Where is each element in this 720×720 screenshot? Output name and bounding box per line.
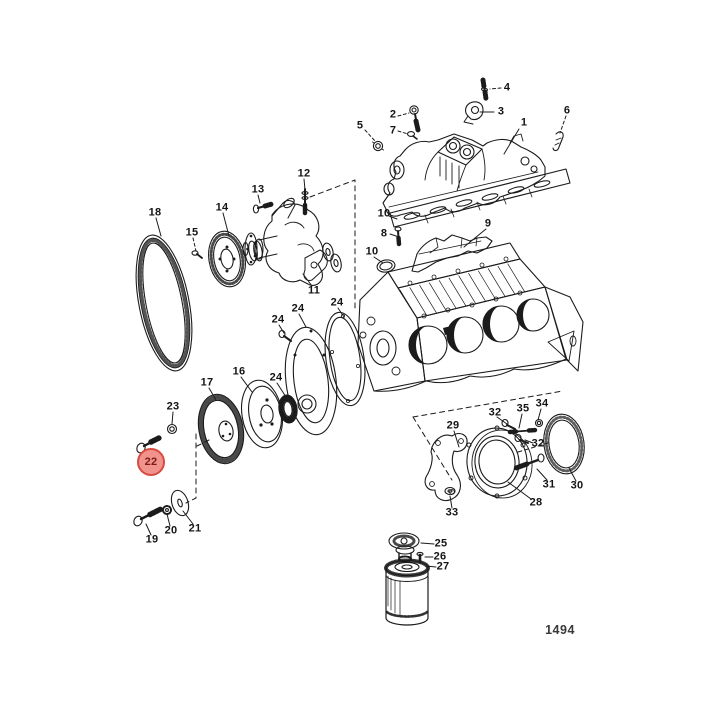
housing-gasket-drawing xyxy=(424,433,468,502)
figure-number: 1494 xyxy=(545,623,575,637)
o-ring-drawing xyxy=(376,259,396,273)
bolt-8-drawing xyxy=(394,226,402,247)
leader-lines xyxy=(145,87,577,568)
alignment-dashes xyxy=(185,179,564,504)
thermostat-drawing xyxy=(388,532,420,563)
timing-cover-drawing xyxy=(284,326,338,436)
screw-7-drawing xyxy=(406,131,418,140)
cover-gasket-drawing xyxy=(324,311,366,407)
plate-21-drawing xyxy=(170,489,190,517)
screw-15-drawing xyxy=(191,250,203,259)
intake-manifold-drawing xyxy=(382,133,546,217)
crank-pulley-drawing xyxy=(240,379,284,449)
stud-12-drawing xyxy=(301,188,309,216)
bolt-19-drawing xyxy=(133,506,164,527)
engine-block-drawing xyxy=(357,242,584,392)
oil-seal-drawing xyxy=(543,413,585,475)
rear-fasteners-drawing xyxy=(444,418,545,496)
pulley-14-drawing xyxy=(208,230,263,288)
bolt-13-drawing xyxy=(252,201,275,214)
drive-belt-drawing xyxy=(135,234,193,372)
stud-4-drawing xyxy=(480,77,489,102)
nut-23-drawing xyxy=(166,423,178,435)
water-pump-drawing xyxy=(242,197,342,286)
bracket-3-drawing xyxy=(463,101,484,125)
crank-seal-drawing xyxy=(278,394,298,424)
rear-seal-housing-drawing xyxy=(466,425,533,499)
clip-6-drawing xyxy=(552,131,564,152)
oil-filter-drawing xyxy=(384,558,430,626)
nut-5-drawing xyxy=(372,140,384,152)
stud-2-drawing xyxy=(409,105,421,133)
manifold-gasket-drawing xyxy=(389,168,571,228)
